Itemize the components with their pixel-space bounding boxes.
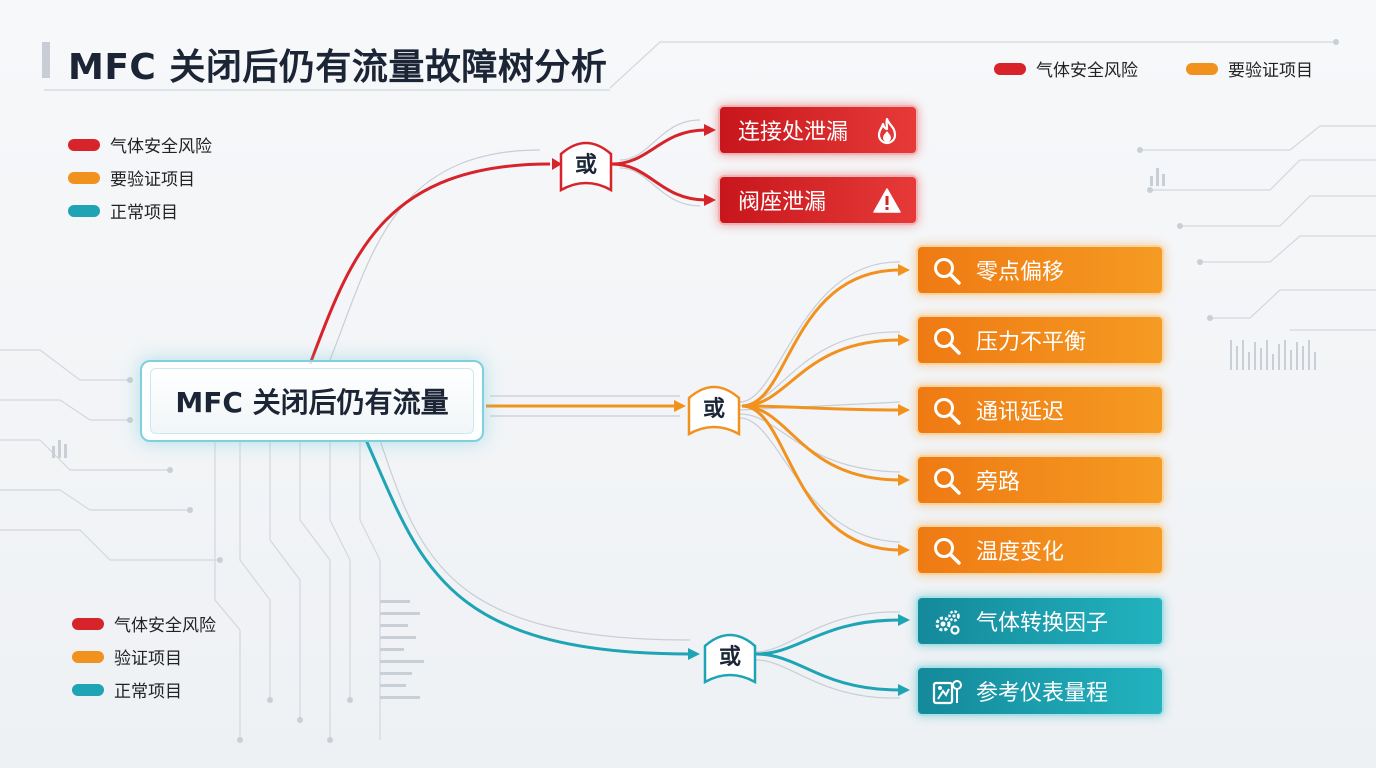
or-gate-normal: 或 (702, 626, 758, 686)
or-gate-shape (559, 141, 613, 193)
legend-lower-item-verify: 验证项目 (72, 644, 182, 669)
or-gate-label: 或 (718, 645, 741, 670)
leaf-comm-delay: 通讯延迟 (916, 385, 1164, 435)
leaf-temperature-change: 温度变化 (916, 525, 1164, 575)
legend-label: 验证项目 (114, 649, 182, 669)
title-accent-bar (42, 42, 50, 78)
legend-label: 气体安全风险 (110, 137, 212, 157)
orange-gate-to-bypass-line (741, 404, 901, 482)
leaf-label: 温度变化 (976, 540, 1065, 565)
legend-label: 气体安全风险 (1036, 61, 1138, 81)
search-icon (934, 468, 961, 495)
legend-top-right-item-verify: 要验证项目 (1186, 56, 1313, 81)
legend-lower-item-risk: 气体安全风险 (72, 611, 216, 636)
page-title: MFC 关闭后仍有流量故障树分析 (68, 47, 608, 88)
legend-teal-swatch (72, 683, 104, 696)
legend-orange-swatch (1186, 62, 1218, 75)
legend-orange-swatch (72, 650, 104, 663)
warning-icon (873, 188, 901, 213)
root-event-label: MFC 关闭后仍有流量 (150, 368, 474, 434)
or-gate-shape (687, 385, 741, 437)
leaf-label: 通讯延迟 (976, 400, 1065, 425)
leaf-zero-offset: 零点偏移 (916, 245, 1164, 295)
legend-label: 要验证项目 (110, 170, 195, 190)
leaf-label: 压力不平衡 (976, 330, 1087, 355)
legend-red-swatch (68, 138, 100, 151)
legend-upper-item-verify: 要验证项目 (68, 165, 195, 190)
or-gate-verify: 或 (686, 378, 742, 438)
or-gate-label: 或 (574, 153, 597, 178)
legend-red-swatch (72, 617, 104, 630)
leaf-label: 旁路 (976, 470, 1021, 495)
leaf-pressure-imbalance: 压力不平衡 (916, 315, 1164, 365)
gauge-icon (932, 680, 962, 705)
leaf-label: 零点偏移 (976, 260, 1065, 285)
legend-label: 正常项目 (110, 203, 178, 223)
orange-gate-to-comm-line (741, 404, 901, 412)
leaf-bypass: 旁路 (916, 455, 1164, 505)
search-icon (934, 538, 961, 565)
legend-red-swatch (994, 62, 1026, 75)
fire-icon (877, 117, 897, 145)
search-icon (934, 328, 961, 355)
teal-gate-to-factor-line (755, 618, 901, 656)
root-event-node: MFC 关闭后仍有流量 (140, 360, 484, 442)
leaf-gas-conversion-factor: 气体转换因子 (916, 596, 1164, 646)
orange-gate-to-temp-line (741, 404, 901, 552)
red-gate-to-leak-line (611, 128, 707, 166)
orange-gate-to-pressure-line (741, 338, 901, 408)
search-icon (934, 258, 961, 285)
leaf-label: 阀座泄漏 (738, 190, 827, 215)
search-icon (934, 398, 961, 425)
legend-lower-item-normal: 正常项目 (72, 677, 182, 702)
gears-icon (935, 610, 960, 635)
or-gate-shape (703, 633, 757, 685)
leaf-valve-seat-leak: 阀座泄漏 (718, 175, 918, 225)
orange-gate-to-zero-line (741, 268, 901, 408)
legend-teal-swatch (68, 204, 100, 217)
root-to-red-gate-line (308, 162, 551, 365)
or-gate-label: 或 (702, 397, 725, 422)
legend-upper-item-risk: 气体安全风险 (68, 132, 212, 157)
legend-upper-item-normal: 正常项目 (68, 198, 178, 223)
red-gate-to-seat-line (611, 162, 707, 202)
leaf-reference-meter-range: 参考仪表量程 (916, 666, 1164, 716)
leaf-connection-leak: 连接处泄漏 (718, 105, 918, 155)
legend-label: 正常项目 (114, 682, 182, 702)
or-gate-safety: 或 (558, 134, 614, 194)
teal-gate-to-range-line (755, 652, 901, 692)
leaf-label: 连接处泄漏 (738, 120, 849, 145)
root-to-teal-gate-line (364, 439, 691, 656)
leaf-label: 气体转换因子 (976, 611, 1109, 636)
legend-top-right-item-risk: 气体安全风险 (994, 56, 1138, 81)
legend-label: 要验证项目 (1228, 61, 1313, 81)
legend-label: 气体安全风险 (114, 616, 216, 636)
leaf-label: 参考仪表量程 (976, 681, 1109, 706)
legend-orange-swatch (68, 171, 100, 184)
